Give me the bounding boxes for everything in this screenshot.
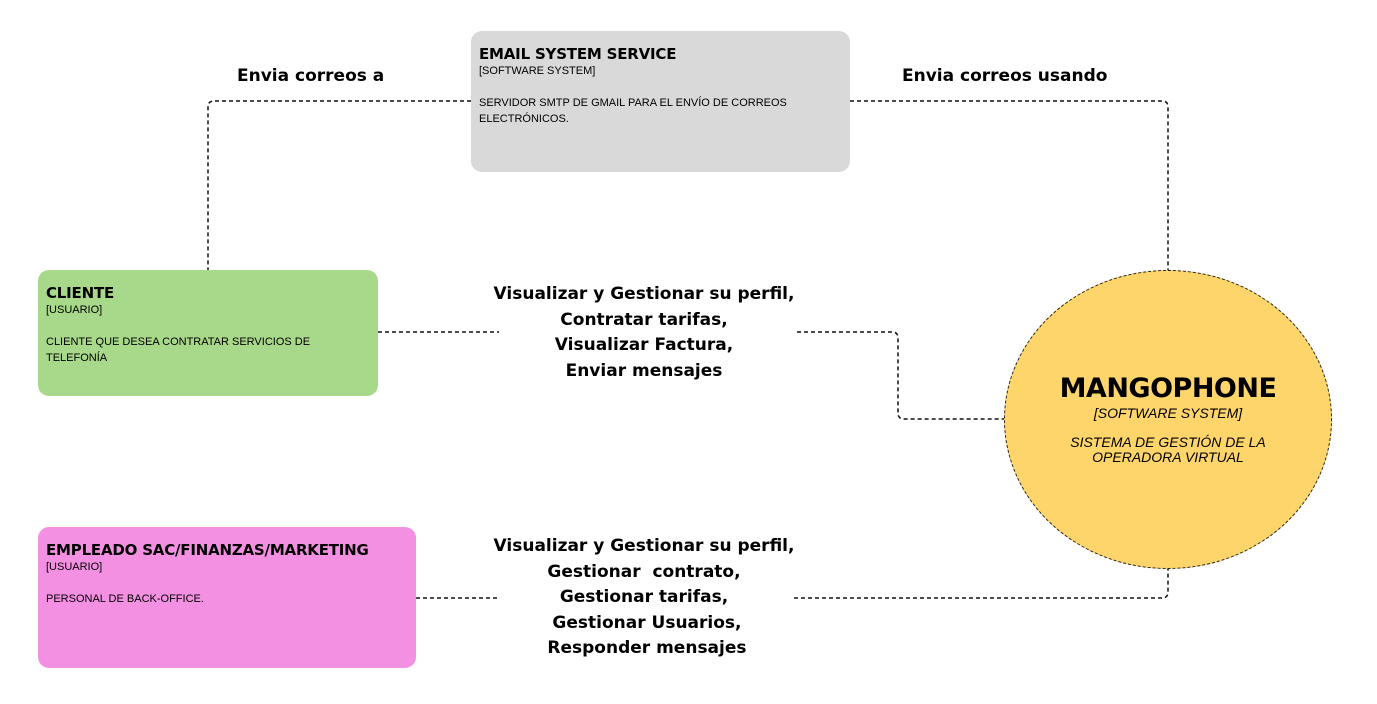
mangophone-title: MANGOPHONE (1059, 373, 1277, 404)
email-system-description: SERVIDOR SMTP DE GMAIL PARA EL ENVÍO DE … (479, 97, 787, 125)
cliente-tag: [USUARIO] (46, 304, 103, 316)
cliente-title: CLIENTE (46, 284, 115, 302)
relation-line: Enviar mensajes (565, 360, 723, 381)
relation-line: Visualizar y Gestionar su perfil, (493, 536, 795, 556)
relation-line: Visualizar y Gestionar su perfil, (493, 284, 795, 304)
empleado-description: PERSONAL DE BACK-OFFICE. (46, 593, 204, 605)
email-system-tag: [SOFTWARE SYSTEM] (479, 65, 596, 77)
email-system-service-box[interactable]: EMAIL SYSTEM SERVICE [SOFTWARE SYSTEM] S… (471, 31, 850, 172)
cliente-box[interactable]: CLIENTE [USUARIO] CLIENTE QUE DESEA CONT… (38, 270, 378, 396)
empleado-title: EMPLEADO SAC/FINANZAS/MARKETING (46, 541, 369, 559)
mangophone-system-circle[interactable]: MANGOPHONE [SOFTWARE SYSTEM] SISTEMA DE … (1004, 270, 1332, 569)
relation-label-mangophone-email: Envia correos usando (902, 66, 1108, 86)
connector-label-mangophone-bottom (794, 569, 1169, 599)
empleado-box[interactable]: EMPLEADO SAC/FINANZAS/MARKETING [USUARIO… (38, 527, 416, 668)
relation-line: Responder mensajes (541, 638, 747, 658)
mangophone-description: SISTEMA DE GESTIÓN DE LA OPERADORA VIRTU… (1070, 434, 1266, 465)
relation-line: Gestionar tarifas, (559, 587, 729, 607)
relation-label-cliente-mangophone: Visualizar y Gestionar su perfil, Contra… (484, 282, 804, 384)
relation-line: Gestionar Usuarios, (546, 612, 742, 633)
connector-label-mangophone (797, 331, 1004, 420)
connector-email-mangophone (850, 100, 1169, 270)
mangophone-tag: [SOFTWARE SYSTEM] (1093, 405, 1243, 421)
relation-label-email-cliente: Envia correos a (237, 66, 385, 86)
relation-label-empleado-mangophone: Visualizar y Gestionar su perfil, Gestio… (484, 534, 804, 662)
connector-email-cliente (207, 100, 471, 270)
relation-line: Contratar tarifas, (560, 309, 728, 330)
cliente-description: CLIENTE QUE DESEA CONTRATAR SERVICIOS DE… (46, 336, 311, 364)
relation-line: Visualizar Factura, (554, 335, 734, 355)
relation-line: Gestionar contrato, (547, 561, 741, 582)
empleado-tag: [USUARIO] (46, 561, 103, 573)
email-system-title: EMAIL SYSTEM SERVICE (479, 45, 677, 63)
